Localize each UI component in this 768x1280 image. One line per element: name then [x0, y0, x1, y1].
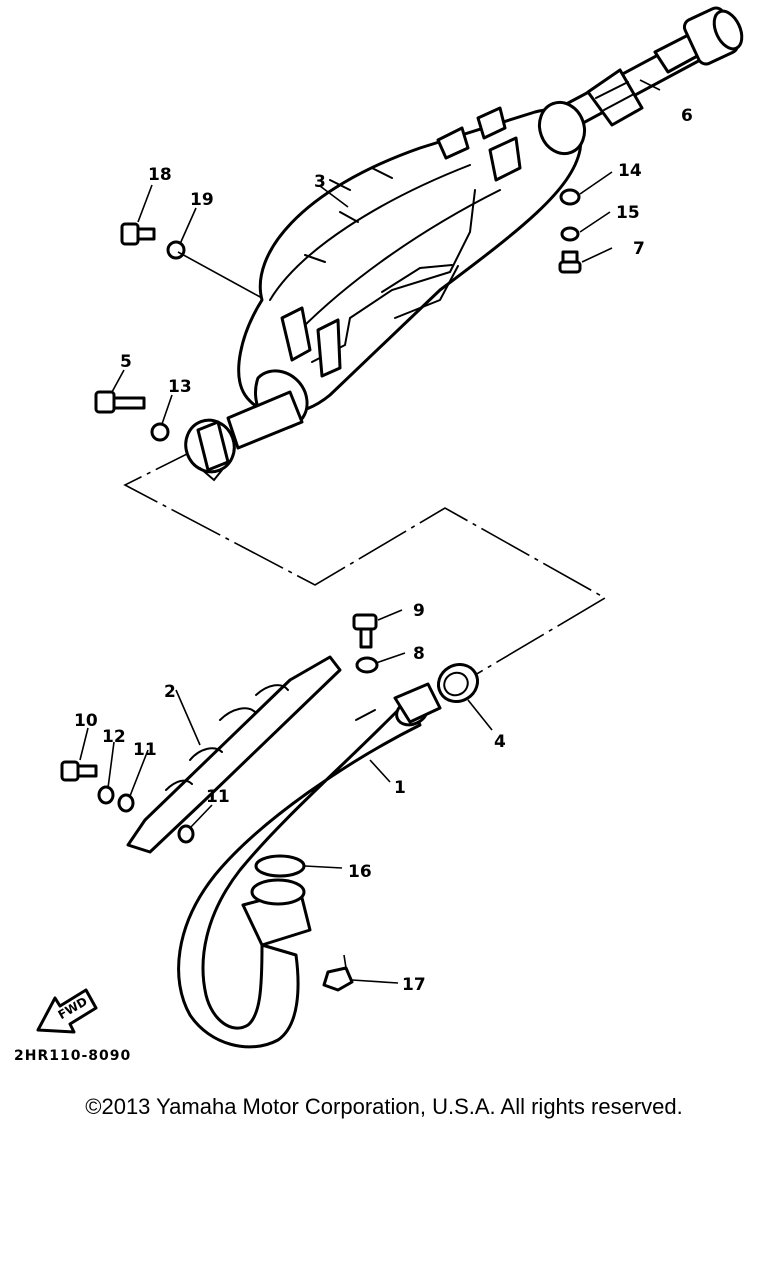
- callout-18: 18: [148, 165, 172, 185]
- callout-14: 14: [618, 161, 642, 181]
- washer-12[interactable]: [97, 785, 115, 805]
- washer-15[interactable]: [560, 226, 580, 242]
- bolt-18[interactable]: [120, 222, 156, 246]
- bolt-5[interactable]: [94, 390, 146, 414]
- washer-13[interactable]: [150, 422, 170, 442]
- callout-11-upper: 11: [133, 740, 157, 760]
- nut-17[interactable]: [322, 966, 354, 992]
- fwd-arrow-icon: FWD: [36, 988, 98, 1034]
- diagram-code: 2HR110-8090: [14, 1048, 131, 1064]
- callout-6: 6: [681, 106, 693, 126]
- callout-7: 7: [633, 239, 645, 259]
- callout-19: 19: [190, 190, 214, 210]
- washer-19[interactable]: [166, 240, 186, 260]
- callout-3: 3: [314, 172, 326, 192]
- callout-5: 5: [120, 352, 132, 372]
- callout-2: 2: [164, 682, 176, 702]
- callout-10: 10: [74, 711, 98, 731]
- callout-16: 16: [348, 862, 372, 882]
- callout-8: 8: [413, 644, 425, 664]
- callout-12: 12: [102, 727, 126, 747]
- exhaust-pipe[interactable]: [177, 682, 442, 1049]
- leaders: [79, 79, 661, 984]
- callout-4: 4: [494, 732, 506, 752]
- callout-15: 15: [616, 203, 640, 223]
- callout-1: 1: [394, 778, 406, 798]
- callout-13: 13: [168, 377, 192, 397]
- callout-17: 17: [402, 975, 426, 995]
- assembly-line-muffler-to-pipe: [123, 444, 607, 679]
- exhaust-parts-diagram: 1 2 3 4 5 6 7 8 9 10 11 11 12 13 14 15 1…: [14, 5, 747, 1064]
- washer-8[interactable]: [355, 656, 379, 674]
- tail-pipe[interactable]: [553, 5, 747, 132]
- bolt-9[interactable]: [352, 613, 378, 649]
- exhaust-joint[interactable]: [432, 657, 485, 708]
- protector-bracket[interactable]: [126, 655, 342, 854]
- washer-11-upper[interactable]: [117, 793, 135, 813]
- muffler[interactable]: [179, 96, 592, 482]
- pipe-flange[interactable]: [241, 854, 312, 947]
- copyright-notice: ©2013 Yamaha Motor Corporation, U.S.A. A…: [85, 1094, 683, 1119]
- callout-9: 9: [413, 601, 425, 621]
- washer-14[interactable]: [559, 188, 581, 206]
- callout-11-lower: 11: [206, 787, 230, 807]
- bolt-7[interactable]: [558, 250, 582, 274]
- bolt-10[interactable]: [60, 760, 98, 782]
- washer-11-lower[interactable]: [177, 824, 195, 844]
